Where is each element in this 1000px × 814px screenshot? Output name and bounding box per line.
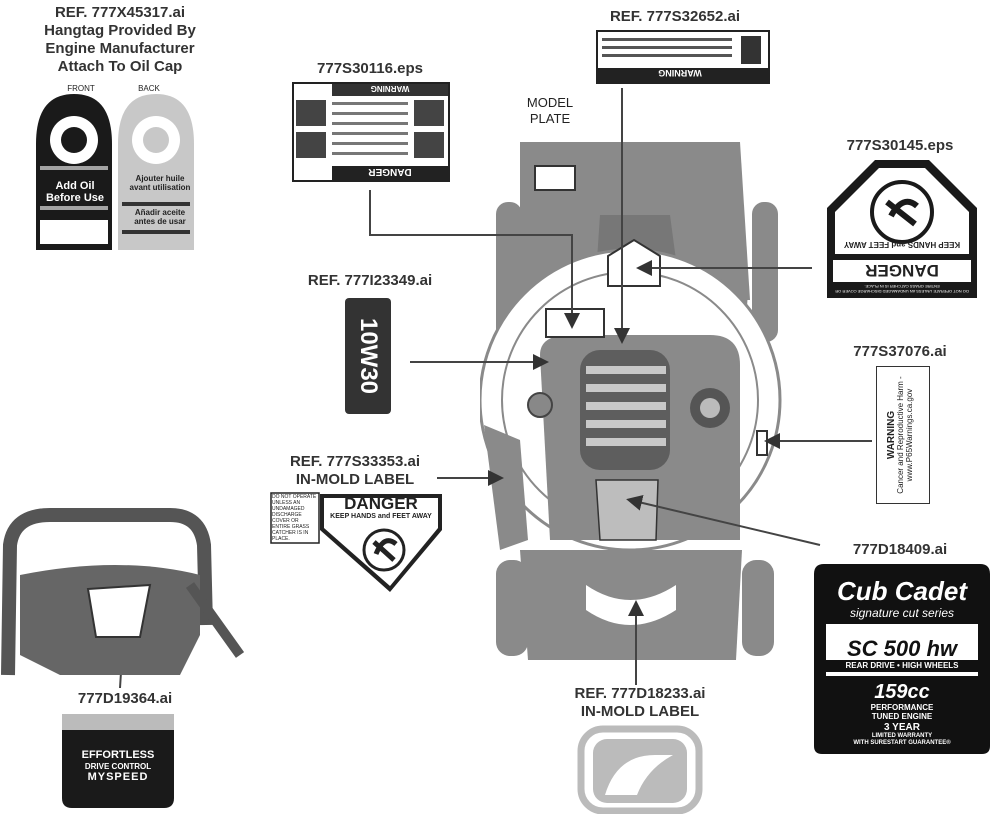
decal-s33353-title: DANGER — [344, 494, 418, 513]
decal-d18233-ref-line1: REF. 777D18233.ai — [574, 685, 706, 702]
hangtag-ref-title: REF. 777X45317.ai — [54, 4, 186, 21]
decal-s37076-line1: Cancer and Reproductive Harm - — [896, 376, 905, 494]
hangtag-back-text-fr: Ajouter huile avant utilisation — [129, 174, 191, 192]
hangtag-back-text-es: Añadir aceite antes de usar — [134, 208, 186, 226]
cub-cadet-warranty3: WITH SURESTART GUARANTEE® — [853, 740, 951, 746]
decal-s37076-ref: 777S37076.ai — [853, 343, 947, 360]
decal-s30145-subtitle: KEEP HANDS and FEET AWAY — [843, 240, 961, 249]
decal-s30116-ref: 777S30116.eps — [317, 60, 423, 77]
myspeed-line1: EFFORTLESS — [81, 749, 155, 761]
cub-cadet-warranty2: LIMITED WARRANTY — [871, 733, 933, 739]
decal-s37076-title: WARNING — [886, 410, 897, 460]
decal-s30145-graphic — [827, 160, 977, 298]
decal-s33353-ref-line1: REF. 777S33353.ai — [289, 453, 421, 470]
handle-illustration — [1, 508, 245, 676]
oil-label — [345, 298, 391, 414]
decal-d18409-ref: 777D18409.ai — [852, 541, 948, 558]
myspeed-line3: MYSPEED — [87, 771, 149, 783]
oil-label-text-wrap: 10W30 — [340, 318, 396, 394]
model-plate — [534, 165, 576, 191]
decal-s30145-title: DANGER — [865, 261, 939, 280]
decal-s33353-graphic — [270, 492, 442, 592]
hangtag-ref-line2: Hangtag Provided By — [44, 22, 196, 39]
myspeed-line2: DRIVE CONTROL — [84, 762, 152, 771]
decal-s37076-line2: www.P65Warnings.ca.gov — [905, 388, 914, 482]
decal-s30116-graphic — [292, 82, 450, 182]
decal-d19364-graphic — [62, 714, 174, 808]
hangtag-graphic — [36, 94, 194, 250]
decal-i23349-ref: REF. 777I23349.ai — [307, 272, 433, 289]
decal-s32652-graphic — [596, 30, 770, 84]
cub-cadet-cc: 159cc — [874, 681, 930, 703]
decal-s37076-graphic — [876, 366, 930, 504]
decal-s30145-ref: 777S30145.eps — [846, 137, 954, 154]
decal-d18233-ref-line2: IN-MOLD LABEL — [580, 703, 700, 720]
decal-s33353-side-text: DO NOT OPERATE UNLESS AN UNDAMAGED DISCH… — [272, 494, 317, 542]
hangtag-ref-line4: Attach To Oil Cap — [57, 58, 183, 75]
cub-cadet-series: signature cut series — [849, 606, 955, 620]
decal-s37076-text: WARNING Cancer and Reproductive Harm - w… — [886, 373, 917, 497]
cub-cadet-engine2: TUNED ENGINE — [871, 712, 933, 721]
decal-s30145-footer: DO NOT OPERATE UNLESS AN UNDAMAGED DISCH… — [835, 284, 969, 294]
hangtag-ref-line3: Engine Manufacturer — [45, 40, 195, 57]
decal-s32652-ref: REF. 777S32652.ai — [609, 8, 741, 25]
model-plate-label: MODEL PLATE — [526, 95, 574, 126]
cub-cadet-drive: REAR DRIVE • HIGH WHEELS — [826, 660, 978, 672]
hangtag-back-label: BACK — [138, 84, 160, 93]
decal-d18233-graphic — [577, 725, 703, 814]
decal-d19364-ref: 777D19364.ai — [77, 690, 173, 707]
cub-cadet-brand: Cub Cadet — [837, 576, 967, 606]
oil-label-text: 10W30 — [355, 317, 383, 395]
cub-cadet-model: SC 500 hw — [846, 636, 958, 661]
decal-s33353-subtitle: KEEP HANDS and FEET AWAY — [330, 513, 432, 520]
hangtag-front-text: Add Oil Before Use — [45, 180, 105, 204]
cub-cadet-warranty1: 3 YEAR — [884, 722, 920, 733]
hangtag-front-label: FRONT — [67, 84, 95, 93]
cub-cadet-engine1: PERFORMANCE — [870, 703, 934, 712]
decal-s33353-ref-line2: IN-MOLD LABEL — [295, 471, 415, 488]
